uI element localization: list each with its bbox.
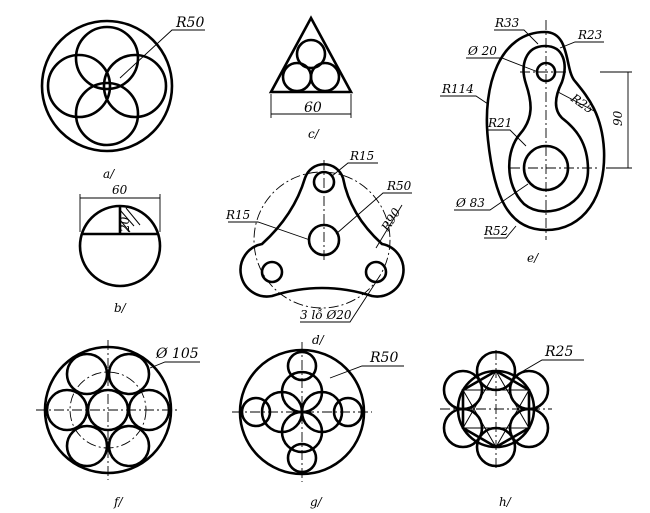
g-outer-small-top — [286, 350, 318, 382]
g-mid-circle-right — [300, 390, 344, 434]
a-inner-circle-bottom — [74, 81, 140, 147]
f-circle-top-left — [65, 352, 109, 396]
c-triangle — [268, 15, 354, 94]
g-outer-small-right — [332, 396, 364, 428]
c-circle-right — [309, 61, 341, 93]
f-circle-right — [127, 388, 171, 432]
c-circle-top — [295, 38, 327, 70]
figure-e: 90 R33 R23 Ø 20 R114 R25 R21 Ø 83 R52 e/ — [440, 16, 632, 265]
figure-g: R50 g/ — [232, 342, 404, 509]
e-r33-label: R33 — [494, 16, 520, 30]
e-leader-d20 — [466, 57, 539, 73]
d-r15-left-label: R15 — [225, 208, 250, 222]
g-outer-circle — [238, 348, 366, 476]
e-leader-r33 — [494, 29, 539, 45]
a-leader — [119, 29, 205, 79]
f-circle-bottom-right — [107, 424, 151, 468]
f-leader — [149, 361, 200, 369]
c-width-label: 60 — [304, 100, 322, 116]
d-outline — [239, 162, 405, 298]
h-leader — [517, 359, 584, 375]
f-diameter-label: Ø 105 — [155, 346, 199, 362]
g-outer-small-left — [240, 396, 272, 428]
h-radius-label: R25 — [544, 344, 573, 360]
f-circle-top-right — [107, 352, 151, 396]
e-r52-label: R52 — [483, 224, 508, 238]
figure-h: R25 h/ — [440, 344, 584, 509]
a-inner-circle-top — [74, 25, 140, 91]
g-caption: g/ — [310, 495, 324, 509]
a-outer-circle — [40, 19, 174, 153]
figure-c: 60 c/ — [268, 15, 354, 141]
g-radius-label: R50 — [369, 350, 398, 366]
d-r90-label: R90 — [378, 205, 403, 234]
f-circle-left — [45, 388, 89, 432]
a-radius-label: R50 — [175, 15, 204, 31]
c-circle-left — [281, 61, 313, 93]
b-hatch-3 — [119, 219, 131, 233]
h-triangle-up — [462, 370, 530, 429]
a-inner-circle-right — [102, 53, 168, 119]
d-leader-r50 — [335, 192, 412, 235]
e-d83-label: Ø 83 — [455, 196, 485, 210]
e-r114-label: R114 — [441, 82, 474, 96]
d-leader-r90 — [375, 204, 403, 249]
e-d20-label: Ø 20 — [467, 44, 497, 58]
e-leader-r114 — [440, 95, 489, 105]
g-leader — [329, 365, 404, 379]
d-leader-r15-left — [228, 221, 311, 241]
d-holes-label: 3 lỗ Ø20 — [300, 307, 352, 322]
figure-a: R50 a/ — [40, 15, 205, 181]
c-caption: c/ — [308, 127, 321, 141]
e-leader-r23 — [559, 41, 604, 49]
f-outer-circle — [43, 345, 173, 475]
h-triangle-down — [462, 389, 530, 448]
e-leader-r25 — [557, 91, 597, 113]
d-hole-right — [364, 260, 388, 284]
d-hole-left — [260, 260, 284, 284]
figure-f: Ø 105 f/ — [36, 340, 200, 509]
f-circle-bottom-left — [65, 424, 109, 468]
e-r23-label: R23 — [577, 28, 603, 42]
e-caption: e/ — [527, 251, 540, 265]
b-caption: b/ — [114, 301, 128, 315]
figure-b: 60 20 b/ — [78, 183, 162, 315]
b-height-label: 20 — [118, 216, 132, 233]
d-leader-holes — [300, 281, 377, 323]
g-outer-small-bottom — [286, 442, 318, 474]
a-inner-circle-left — [46, 53, 112, 119]
a-caption: a/ — [103, 167, 116, 181]
d-r50-label: R50 — [386, 179, 412, 193]
d-caption: d/ — [312, 333, 326, 347]
e-90-label: 90 — [611, 110, 625, 126]
e-leader-r21 — [488, 129, 527, 147]
figure-d: R15 R50 R15 R90 3 lỗ Ø20 d/ — [225, 149, 412, 347]
d-r15-top-label: R15 — [349, 149, 374, 163]
b-width-label: 60 — [112, 183, 128, 197]
f-caption: f/ — [113, 495, 124, 509]
e-r25-label: R25 — [567, 90, 596, 116]
e-leader-r52 — [484, 225, 517, 239]
e-outer-outline — [485, 30, 606, 232]
e-inner-outline — [507, 44, 590, 213]
b-hatch-1 — [119, 209, 135, 227]
b-hatch-2 — [125, 207, 141, 226]
e-leader-d83 — [454, 183, 529, 211]
e-r21-label: R21 — [487, 116, 512, 130]
h-caption: h/ — [499, 495, 513, 509]
d-leader-r15-top — [331, 162, 378, 177]
